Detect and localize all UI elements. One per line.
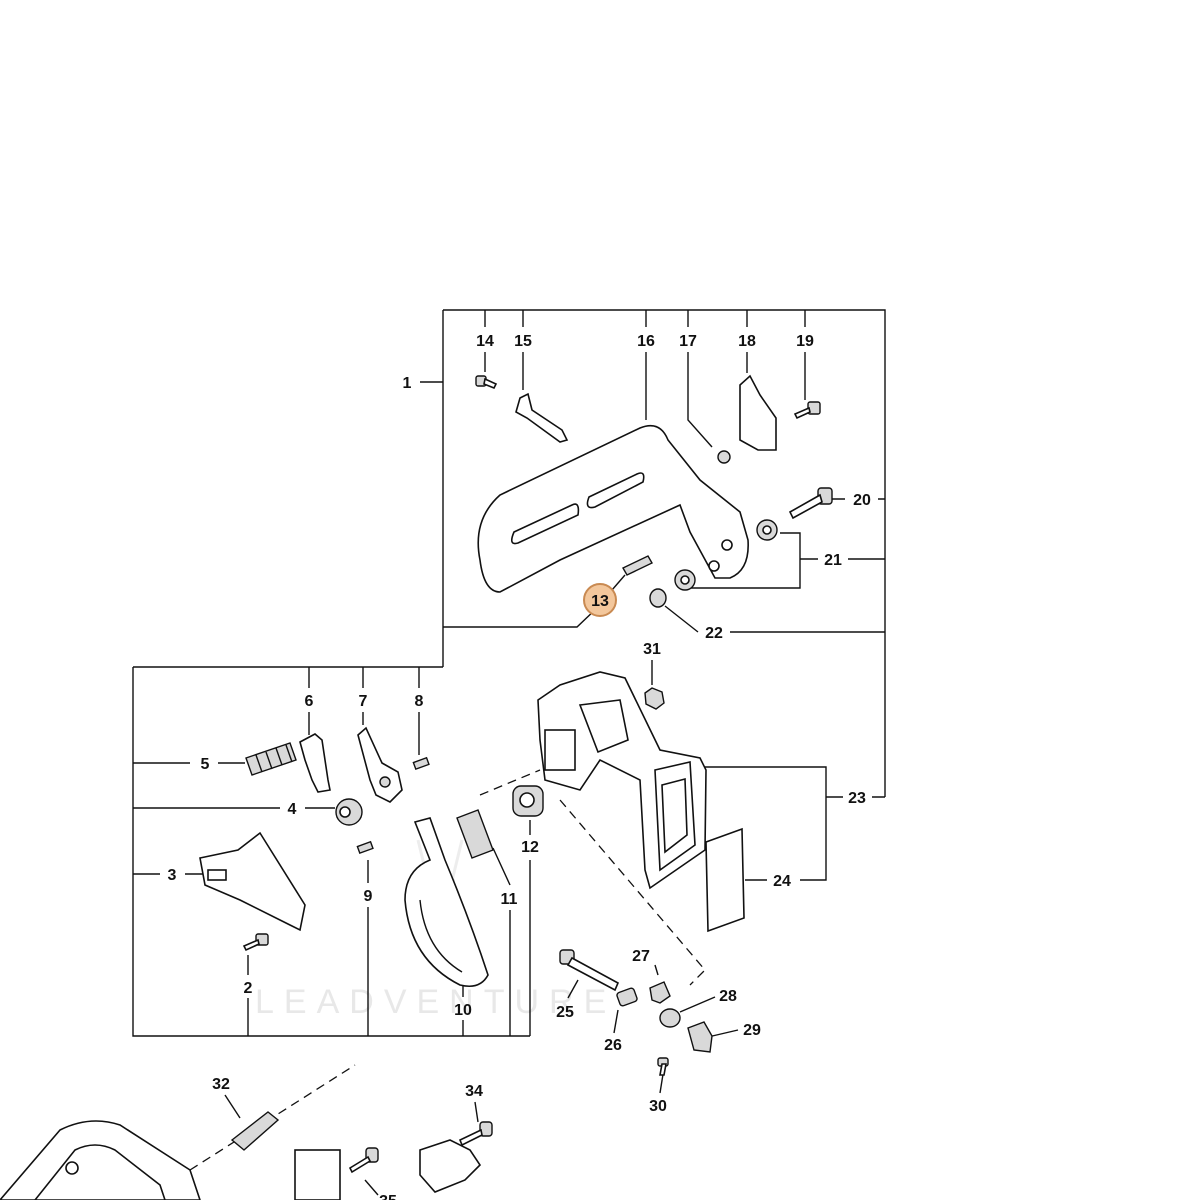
part-24-gasket xyxy=(705,827,745,933)
callout-32: 32 xyxy=(212,1076,230,1093)
part-4-bushing xyxy=(335,798,363,826)
callout-22: 22 xyxy=(705,625,723,642)
part-31-nut xyxy=(644,687,665,710)
callout-18: 18 xyxy=(738,333,756,350)
callout-5: 5 xyxy=(201,756,210,773)
callout-35: 35 xyxy=(379,1193,397,1200)
callout-31: 31 xyxy=(643,641,661,658)
part-10-brake-band xyxy=(404,817,489,988)
callout-10: 10 xyxy=(454,1002,472,1019)
part-30-screw xyxy=(657,1057,669,1076)
callout-11: 11 xyxy=(501,891,518,908)
part-20-bolt xyxy=(788,487,833,520)
callout-24: 24 xyxy=(773,873,791,890)
part-7-actuator xyxy=(357,726,403,803)
part-15-clip xyxy=(515,392,569,443)
part-18-bracket xyxy=(739,374,777,451)
part-35-screw xyxy=(348,1147,379,1174)
callout-12: 12 xyxy=(521,839,539,856)
callout-17: 17 xyxy=(679,333,697,350)
callout-13-highlighted[interactable]: 13 xyxy=(583,583,617,617)
part-23-side-cover xyxy=(537,671,707,890)
part-22-washer xyxy=(649,588,667,608)
part-8-pin xyxy=(412,756,430,771)
callout-6: 6 xyxy=(305,693,314,710)
callout-9: 9 xyxy=(364,888,373,905)
part-19-screw xyxy=(793,401,821,420)
callout-8: 8 xyxy=(415,693,424,710)
part-6-lever xyxy=(299,733,331,793)
part-34-screw xyxy=(458,1121,493,1147)
part-lower-plate xyxy=(294,1149,341,1200)
callout-4: 4 xyxy=(288,801,297,818)
callout-15: 15 xyxy=(514,333,532,350)
callout-16: 16 xyxy=(637,333,655,350)
part-16-guide-plate xyxy=(477,424,749,593)
callout-13: 13 xyxy=(591,593,609,610)
callout-26: 26 xyxy=(604,1037,622,1054)
part-housing-fragment xyxy=(0,1120,201,1200)
callout-labels: 1 2 3 4 5 6 7 8 9 10 11 12 13 14 15 16 1… xyxy=(168,333,871,1200)
part-13-pin xyxy=(622,555,653,576)
part-26-bushing xyxy=(616,987,638,1007)
callout-1: 1 xyxy=(403,375,412,392)
part-17-nut xyxy=(717,450,731,464)
callout-25: 25 xyxy=(556,1004,574,1021)
part-25-adjusting-screw xyxy=(559,949,620,992)
part-32-spike xyxy=(230,1111,280,1151)
part-3-bracket xyxy=(199,831,306,932)
callout-29: 29 xyxy=(743,1022,761,1039)
callout-34: 34 xyxy=(465,1083,483,1100)
callout-21: 21 xyxy=(824,552,842,569)
part-2-screw xyxy=(242,933,269,952)
callout-28: 28 xyxy=(719,988,737,1005)
callout-3: 3 xyxy=(168,867,177,884)
callout-27: 27 xyxy=(632,948,650,965)
part-27-gear xyxy=(649,981,671,1004)
bracket-lines xyxy=(132,309,886,1196)
part-5-spring xyxy=(245,742,297,776)
part-9-pin xyxy=(356,840,374,855)
callout-23: 23 xyxy=(848,790,866,807)
callout-19: 19 xyxy=(796,333,814,350)
part-lower-bracket xyxy=(419,1139,482,1193)
watermark-text: LEADVENTURE xyxy=(255,983,616,1021)
callout-2: 2 xyxy=(244,980,253,997)
callout-30: 30 xyxy=(649,1098,667,1115)
callout-7: 7 xyxy=(359,693,368,710)
callout-20: 20 xyxy=(853,492,871,509)
callout-14: 14 xyxy=(476,333,494,350)
part-21-bushings xyxy=(674,519,778,591)
part-11-roller xyxy=(456,809,494,859)
part-29-plate xyxy=(687,1021,713,1053)
part-28-nut xyxy=(659,1008,681,1028)
part-12-sprocket-nut xyxy=(512,785,544,817)
part-14-screw xyxy=(475,375,498,390)
